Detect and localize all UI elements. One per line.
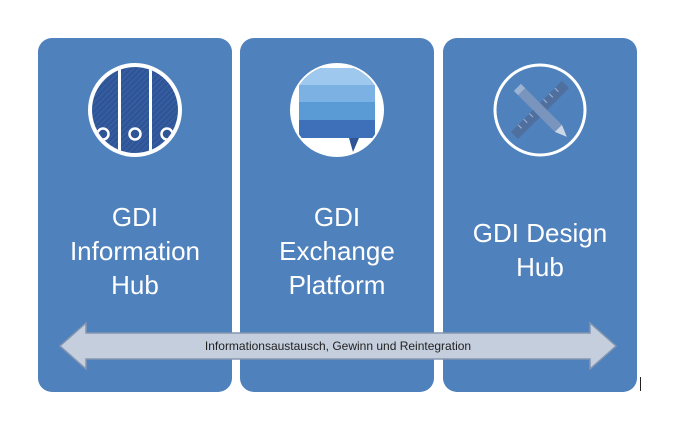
arrow-label: Informationsaustausch, Gewinn und Reinte… (204, 339, 472, 353)
panel-title: GDI Design Hub (472, 218, 608, 282)
pencil-ruler-icon (493, 63, 587, 157)
panel-title: GDI Information Hub (69, 202, 201, 300)
edge-mark (640, 377, 641, 391)
double-arrow-icon (58, 321, 618, 371)
chat-stack-icon (290, 63, 384, 157)
binders-icon (88, 63, 182, 157)
panel-title: GDI Exchange Platform (279, 202, 395, 300)
